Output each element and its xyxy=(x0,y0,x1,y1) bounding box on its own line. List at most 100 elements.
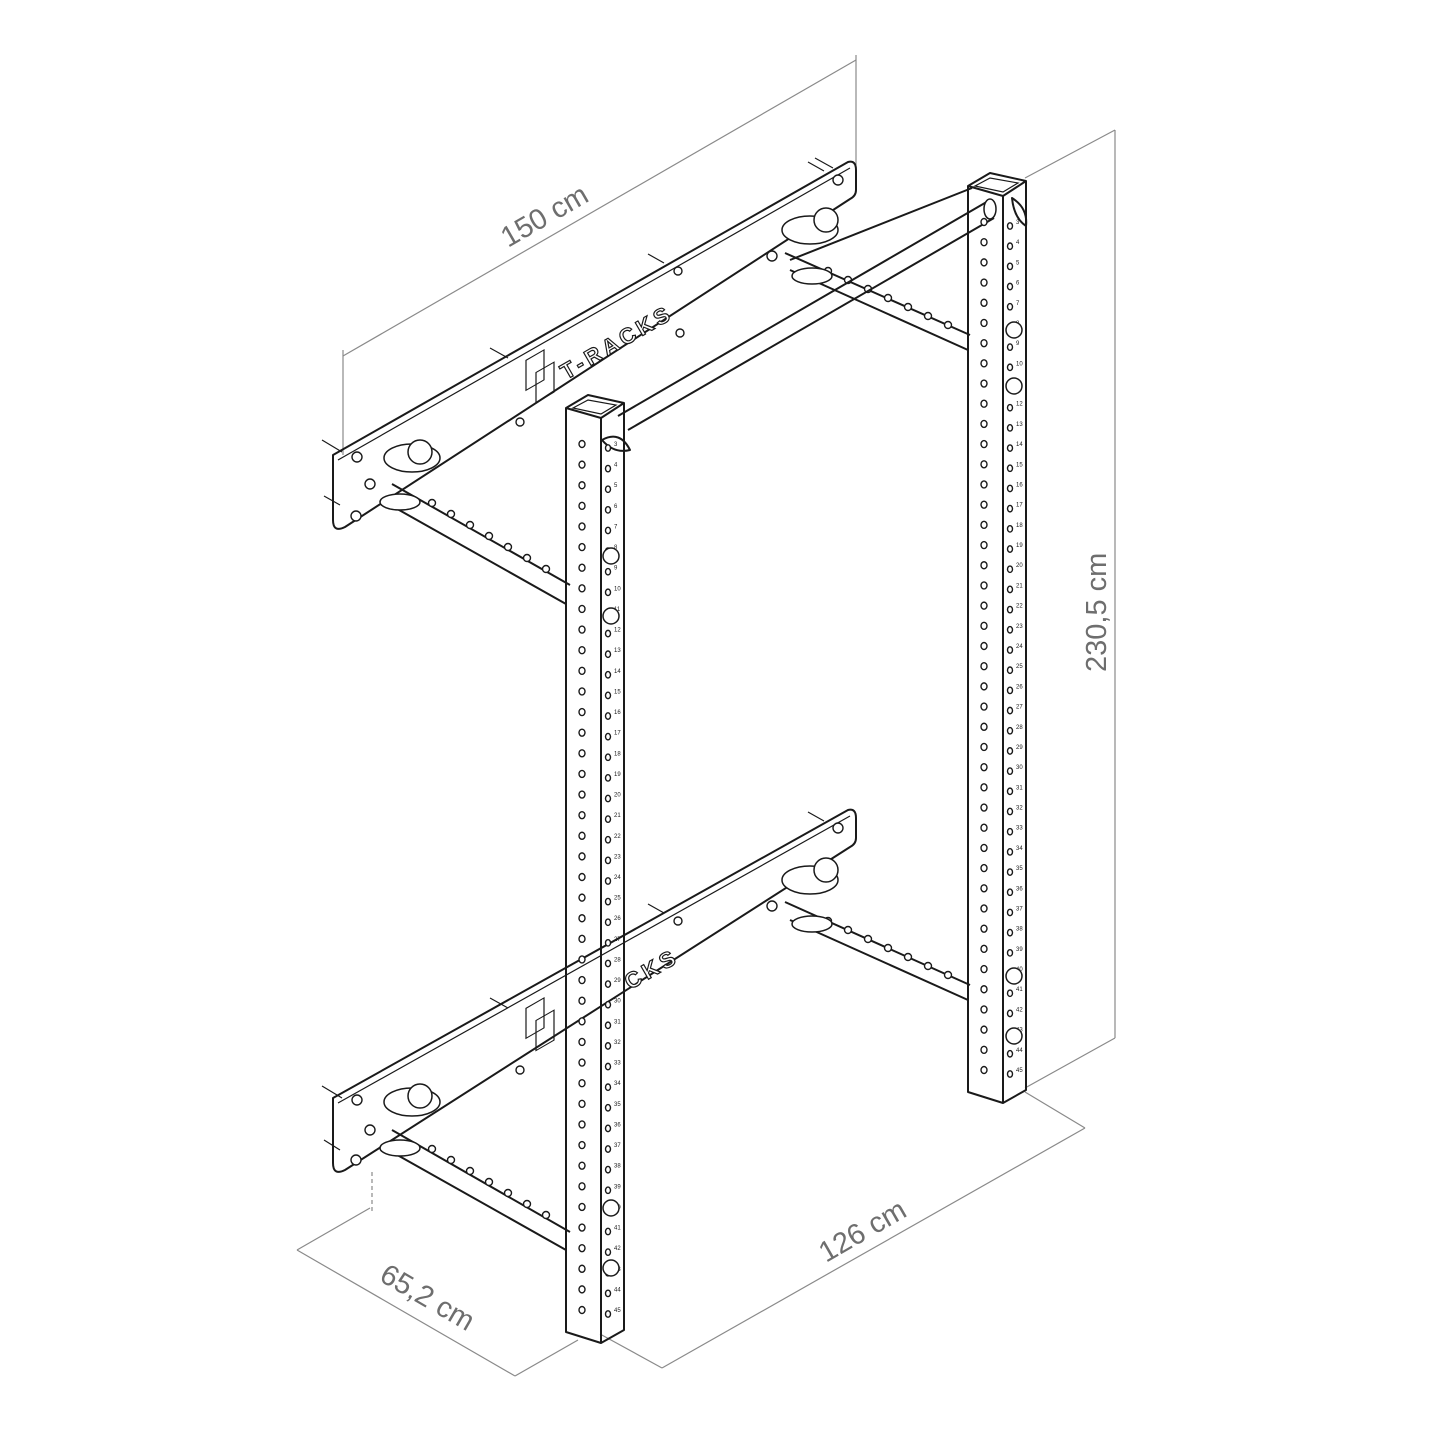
post-number: 9 xyxy=(1016,341,1020,347)
post-hole xyxy=(578,1202,586,1212)
post-hole xyxy=(578,893,586,902)
post-number: 4 xyxy=(1016,240,1020,246)
post-hole xyxy=(980,217,988,227)
post-hole xyxy=(604,897,612,906)
post-hole xyxy=(578,810,586,820)
post-hole xyxy=(604,980,612,988)
post-hole xyxy=(578,645,586,655)
post-number: 3 xyxy=(1016,220,1020,226)
post-hole xyxy=(1006,1049,1014,1058)
post-hole xyxy=(1006,363,1014,372)
post-hole xyxy=(578,1264,586,1273)
post-hole xyxy=(980,702,988,711)
post-hole xyxy=(604,753,612,762)
post-hole xyxy=(578,1285,586,1294)
post-number: 24 xyxy=(1016,644,1023,650)
post-number: 39 xyxy=(1016,947,1023,953)
post-hole xyxy=(604,650,612,659)
lower-left-bracket xyxy=(364,1083,441,1157)
post-hole xyxy=(980,621,988,631)
post-number: 42 xyxy=(614,1246,621,1252)
post-hole xyxy=(980,460,988,469)
post-number: 41 xyxy=(1016,987,1023,993)
post-hole xyxy=(980,843,988,853)
post-hole xyxy=(1006,827,1014,836)
dim-height-label: 230,5 cm xyxy=(1081,553,1113,672)
upper-plate-holes xyxy=(350,174,844,522)
post-hole xyxy=(980,1025,988,1034)
post-number: 32 xyxy=(1016,806,1023,812)
post-hole xyxy=(1006,242,1014,251)
post-hole xyxy=(604,629,612,638)
lower-right-arm-holes xyxy=(823,916,953,980)
post-hole xyxy=(980,318,988,328)
post-number: 44 xyxy=(614,1287,621,1293)
post-hole xyxy=(578,1120,586,1129)
post-hole xyxy=(578,687,586,696)
post-number: 14 xyxy=(1016,442,1023,448)
post-hole xyxy=(578,1161,586,1170)
lower-wall-plate: CKS xyxy=(321,808,857,1173)
brand-name-lower: CKS xyxy=(620,943,683,994)
post-number: 22 xyxy=(1016,604,1023,610)
post-number: 44 xyxy=(1016,1048,1023,1054)
post-number: 35 xyxy=(614,1102,621,1108)
post-number: 26 xyxy=(614,916,621,922)
post-number: 32 xyxy=(614,1040,621,1046)
brand-name-upper: T-RACKS xyxy=(556,300,677,385)
post-number: 7 xyxy=(614,524,618,530)
post-number: 35 xyxy=(1016,866,1023,872)
post-number: 13 xyxy=(1016,422,1023,428)
post-hole xyxy=(578,1243,586,1253)
post-hole xyxy=(980,480,988,489)
post-hole xyxy=(1006,585,1014,594)
right-upright-numbers: 3456789101112131415161718192021222324252… xyxy=(1016,220,1023,1074)
post-hole xyxy=(604,1145,612,1153)
post-number: 20 xyxy=(614,793,621,799)
post-hole xyxy=(578,769,586,779)
post-hole xyxy=(980,419,988,429)
post-number: 29 xyxy=(1016,745,1023,751)
right-upright-bolt xyxy=(1005,377,1023,395)
post-number: 8 xyxy=(614,545,618,551)
post-hole xyxy=(1006,807,1014,816)
post-number: 36 xyxy=(614,1122,621,1128)
post-hole xyxy=(604,1042,612,1050)
post-hole xyxy=(980,823,988,832)
post-hole xyxy=(980,561,988,570)
post-hole xyxy=(578,852,586,861)
post-hole xyxy=(980,439,988,449)
post-number: 21 xyxy=(1016,583,1023,589)
post-hole xyxy=(1006,565,1014,574)
post-hole xyxy=(980,661,988,671)
post-hole xyxy=(578,1058,586,1067)
post-hole xyxy=(604,794,612,803)
post-hole xyxy=(980,278,988,287)
post-number: 37 xyxy=(614,1143,621,1149)
post-hole xyxy=(980,379,988,388)
post-number: 38 xyxy=(1016,927,1023,933)
brand-logo-lower-icon xyxy=(525,996,555,1052)
post-number: 19 xyxy=(614,772,621,778)
post-hole xyxy=(578,1305,586,1315)
post-hole xyxy=(980,399,988,408)
post-hole xyxy=(1006,1009,1014,1018)
post-number: 20 xyxy=(1016,563,1023,569)
post-number: 11 xyxy=(614,607,621,613)
post-hole xyxy=(604,1000,612,1009)
post-number: 24 xyxy=(614,875,621,881)
dim-width-label: 150 cm xyxy=(496,179,594,254)
post-hole xyxy=(604,1062,612,1071)
post-number: 28 xyxy=(1016,725,1023,731)
dim-spacing-label: 126 cm xyxy=(814,1194,912,1269)
post-number: 18 xyxy=(1016,523,1023,529)
post-hole xyxy=(578,749,586,758)
post-number: 16 xyxy=(614,710,621,716)
post-hole xyxy=(980,1005,988,1014)
post-hole xyxy=(980,540,988,550)
post-hole xyxy=(604,1186,612,1195)
left-upright: 3456789101112131415161718192021222324252… xyxy=(565,394,625,1344)
post-hole xyxy=(1006,302,1014,311)
lower-arms xyxy=(391,901,971,1251)
brand-logo-icon xyxy=(525,348,555,404)
